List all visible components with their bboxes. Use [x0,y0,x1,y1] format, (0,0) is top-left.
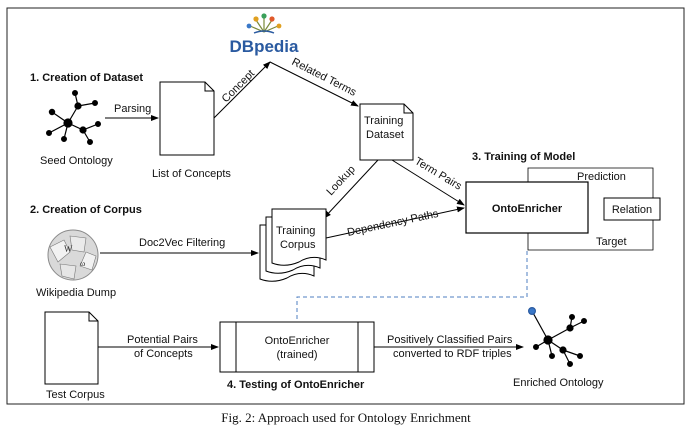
section-dataset-title: 1. Creation of Dataset [30,72,143,84]
related-terms-arrow [269,61,359,107]
wikipedia-dump-label: Wikipedia Dump [36,287,116,299]
test-corpus-label: Test Corpus [46,389,105,401]
model-to-trained-connector [296,251,528,321]
training-corpus-label-2: Corpus [280,239,316,251]
positive-pairs-label-2: converted to RDF triples [393,348,512,360]
training-corpus-stack-icon [259,208,327,282]
approach-diagram: DBpedia 1. Creation of Dataset 2. Creati… [6,7,685,405]
ontoenricher-trained-label-2: (trained) [277,349,318,361]
target-label: Target [596,236,627,248]
term-pairs-arrow [391,159,465,206]
relation-label: Relation [612,204,652,216]
ontoenricher-trained-label-1: OntoEnricher [265,335,330,347]
prediction-line [527,167,654,202]
ontoenricher-trained-box [219,321,375,373]
wikipedia-globe-icon: W ω [47,229,99,281]
test-corpus-document-icon [44,311,99,385]
section-corpus-title: 2. Creation of Corpus [30,204,142,216]
figure-caption: Fig. 2: Approach used for Ontology Enric… [221,410,471,425]
section-model-title: 3. Training of Model [472,151,575,163]
enriched-ontology-graph-icon [527,307,587,368]
doc2vec-label: Doc2Vec Filtering [139,237,225,249]
list-of-concepts-document-icon [159,81,215,156]
training-dataset-document-icon [359,103,414,161]
training-dataset-label-2: Dataset [366,129,404,141]
lookup-arrow [323,159,379,219]
dbpedia-logo-icon [246,13,282,34]
positive-pairs-label-1: Positively Classified Pairs [387,334,513,346]
section-testing-title: 4. Testing of OntoEnricher [227,379,365,391]
seed-ontology-label: Seed Ontology [40,155,113,167]
dependency-paths-arrow [325,206,465,239]
ontoenricher-label: OntoEnricher [492,203,563,215]
list-of-concepts-label: List of Concepts [152,168,231,180]
training-corpus-label-1: Training [276,225,315,237]
concept-label: Concept [220,68,257,105]
concept-arrow [213,61,271,119]
ontology-graph-icon [45,89,101,146]
ontoenricher-box [465,181,589,234]
potential-pairs-label-1: Potential Pairs [127,334,198,346]
training-dataset-label-1: Training [364,115,403,127]
enriched-ontology-label: Enriched Ontology [513,377,604,389]
figure-frame [6,7,685,405]
target-line [527,218,654,251]
potential-pairs-label-2: of Concepts [134,348,193,360]
parsing-label: Parsing [114,103,151,115]
svg-text:W: W [64,244,73,254]
lookup-label: Lookup [324,163,357,198]
term-pairs-label: Term Pairs [412,155,464,193]
dbpedia-label: DBpedia [230,37,300,56]
relation-box [603,197,661,221]
svg-text:ω: ω [80,259,85,268]
prediction-label: Prediction [577,171,626,183]
dependency-paths-label: Dependency Paths [346,208,440,239]
